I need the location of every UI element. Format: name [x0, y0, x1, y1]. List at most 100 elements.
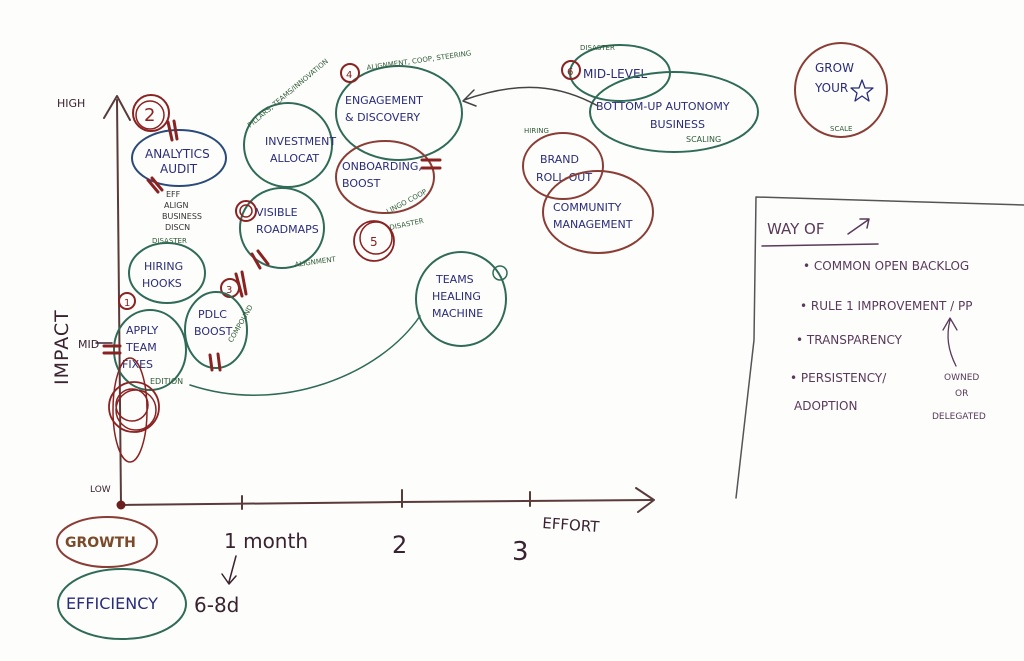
invest-label-1: INVESTMENT: [265, 135, 336, 148]
apply-circle: [113, 309, 187, 391]
onboard-label-2: BOOST: [342, 177, 381, 190]
hiring-label-1: HIRING: [144, 260, 183, 273]
onboard-number: 5: [370, 235, 378, 249]
y-high-label: HIGH: [57, 97, 85, 110]
way-note-arrow: [942, 317, 958, 367]
hiring-circle: [128, 242, 206, 304]
apply-growth-scribble: [108, 381, 160, 433]
way-item-1: • COMMON OPEN BACKLOG: [803, 259, 969, 273]
visible-circle: [239, 187, 325, 269]
onboard-number-circle: [353, 220, 395, 262]
eff-align-3: BUSINESS: [162, 212, 202, 221]
eff-align-2: ALIGN: [164, 201, 188, 210]
visible-effort-marks: [250, 249, 270, 270]
y-axis-label: IMPACT: [51, 309, 73, 385]
onboard-tag-2: DISASTER: [389, 217, 425, 232]
grow-circle: [794, 42, 888, 138]
engage-label-2: & DISCOVERY: [345, 111, 420, 124]
mid-number-circle: [561, 60, 581, 80]
month-note: 6-8d: [194, 593, 239, 617]
way-panel-frame: [735, 196, 1024, 499]
way-note-1: OWNED: [944, 373, 979, 383]
star-icon: [850, 79, 874, 102]
eff-align-1: EFF: [166, 190, 181, 199]
x-tick-2: 2: [392, 531, 407, 559]
analytics-label-1: ANALYTICS: [145, 147, 210, 161]
pdlc-label-2: BOOST: [194, 325, 233, 338]
way-title: WAY OF: [767, 220, 824, 238]
bottom-label-2: BUSINESS: [650, 118, 705, 131]
apply-label-1: APPLY: [126, 324, 158, 337]
growth-legend-label: GROWTH: [65, 535, 136, 551]
analytics-label-2: AUDIT: [160, 162, 198, 176]
brand-label-1: BRAND: [540, 153, 579, 166]
teams-marker: [492, 265, 508, 281]
edition-tag: EDITION: [150, 377, 183, 386]
grow-label-2: YOUR: [814, 81, 848, 95]
visible-growth-marker: [235, 200, 257, 222]
analytics-effort-marks: [146, 119, 179, 194]
pillar-tag: PILLARS, TEAMS/INNOVATION: [246, 57, 330, 129]
community-label-2: MANAGEMENT: [553, 218, 633, 231]
way-item-2: • RULE 1 IMPROVEMENT / PP: [800, 299, 972, 313]
pdlc-circle: [184, 291, 248, 369]
bottom-to-engage-arrow: [462, 86, 599, 107]
grow-tag: SCALE: [830, 125, 852, 133]
brand-circle: [522, 132, 604, 200]
engage-circle: [335, 65, 463, 161]
bottom-label-1: BOTTOM-UP AUTONOMY: [596, 100, 730, 113]
visible-label-2: ROADMAPS: [256, 223, 319, 236]
onboard-label-1: ONBOARDING,: [342, 160, 422, 173]
onboard-effort-marks: [420, 158, 442, 170]
x-axis-label: EFFORT: [542, 514, 601, 536]
mid-number: 6: [567, 67, 573, 78]
pdlc-tag: COMPOUND: [227, 304, 255, 344]
way-item-5: ADOPTION: [794, 399, 857, 413]
community-circle: [542, 170, 654, 254]
growth-legend-circle: [56, 516, 158, 568]
teams-label-3: MACHINE: [432, 307, 483, 320]
apply-effort-marks: [102, 344, 122, 355]
way-title-arrow: [847, 218, 870, 235]
pdlc-label-1: PDLC: [198, 308, 227, 321]
efficiency-legend-label: EFFICIENCY: [66, 594, 158, 613]
brand-tag: HIRING: [524, 127, 549, 135]
y-mid-label: MID: [78, 338, 99, 351]
teams-label-1: TEAMS: [435, 273, 474, 286]
apply-number: 1: [124, 298, 130, 309]
analytics-number-circle: [132, 94, 170, 132]
way-title-underline: [761, 243, 879, 247]
way-note-2: OR: [955, 389, 968, 399]
visible-tag: ALIGNMENT: [294, 255, 337, 269]
eff-align-4: DISCN: [165, 223, 190, 232]
teams-label-2: HEALING: [432, 290, 481, 303]
way-item-4: • PERSISTENCY/: [790, 371, 887, 385]
pdlc-number: 3: [226, 285, 232, 296]
analytics-circle: [131, 129, 227, 187]
hiring-label-2: HOOKS: [142, 277, 182, 290]
y-low-label: LOW: [90, 485, 111, 495]
disaster-tag-a: DISASTER: [152, 237, 187, 245]
mid-label: MID-LEVEL: [583, 67, 648, 81]
community-label-1: COMMUNITY: [553, 201, 622, 214]
invest-label-2: ALLOCAT: [270, 152, 319, 165]
apply-number-circle: [118, 292, 136, 310]
analytics-number: 2: [144, 105, 155, 126]
engage-number-circle: [340, 63, 360, 83]
way-note-3: DELEGATED: [932, 412, 986, 422]
onboard-circle: [335, 140, 435, 214]
engage-number: 4: [346, 70, 352, 81]
apply-label-2: TEAM: [125, 341, 157, 354]
x-tick-3: 3: [512, 537, 529, 567]
pdlc-effort-marks: [208, 270, 248, 372]
visible-label-1: VISIBLE: [256, 206, 298, 219]
way-item-3: • TRANSPARENCY: [796, 333, 903, 347]
bottom-label-3: SCALING: [686, 135, 721, 144]
month-arrow: [221, 555, 237, 585]
efficiency-legend-circle: [57, 568, 187, 640]
x-tick-1: 1 month: [224, 529, 308, 553]
apply-to-teams-connector: [189, 315, 421, 396]
mid-tag: DISASTER: [580, 44, 615, 52]
